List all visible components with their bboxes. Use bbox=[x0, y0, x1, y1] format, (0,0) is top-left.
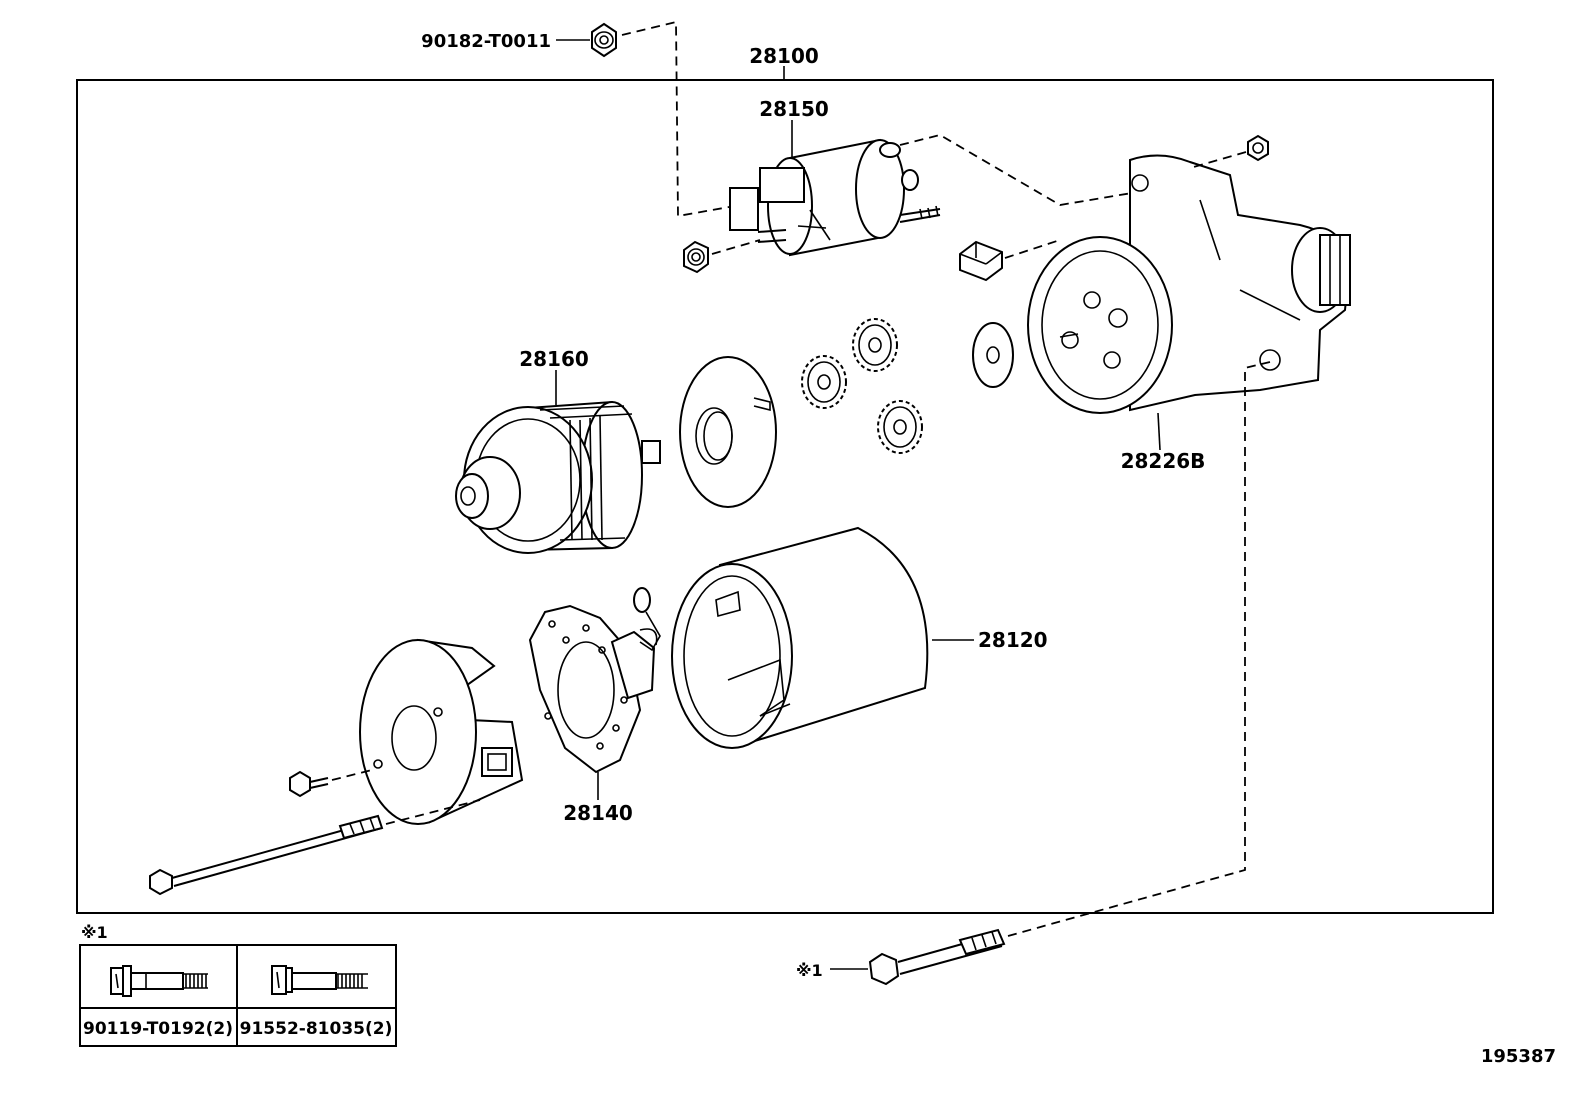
legend-header: ※1 bbox=[81, 923, 108, 942]
planetary-gear-1[interactable] bbox=[852, 318, 898, 372]
end-cover[interactable] bbox=[359, 638, 524, 825]
label-armature-28160[interactable]: 28160 bbox=[519, 347, 589, 371]
planetary-gear-3[interactable] bbox=[877, 400, 923, 454]
diagram-id: 195387 bbox=[1481, 1046, 1556, 1067]
lever-block[interactable] bbox=[959, 240, 1003, 282]
label-brush-holder-28140[interactable]: 28140 bbox=[563, 801, 633, 825]
legend-table bbox=[79, 944, 397, 1047]
housing-leader bbox=[1157, 412, 1161, 451]
label-solenoid-28150[interactable]: 28150 bbox=[759, 97, 829, 121]
solenoid-nut-icon[interactable] bbox=[683, 240, 709, 274]
flange-bolt-icon bbox=[271, 965, 368, 995]
cover-screw-icon[interactable] bbox=[289, 770, 329, 798]
brush-holder[interactable] bbox=[528, 587, 661, 774]
armature[interactable] bbox=[455, 400, 661, 554]
legend-part-91552[interactable]: 91552-81035(2) bbox=[240, 1019, 393, 1039]
washer[interactable] bbox=[972, 322, 1014, 388]
nut-90182-icon[interactable] bbox=[591, 22, 617, 58]
planetary-gear-2[interactable] bbox=[801, 355, 847, 409]
mounting-bolt-icon[interactable] bbox=[868, 928, 1006, 986]
solenoid-dashline bbox=[899, 134, 1151, 206]
label-assembly-28100[interactable]: 28100 bbox=[749, 44, 819, 68]
flange-bolt-with-washer-icon bbox=[110, 965, 208, 997]
solenoid-switch[interactable] bbox=[729, 138, 941, 257]
mounting-bolt-dashline bbox=[1007, 361, 1271, 937]
label-yoke-28120[interactable]: 28120 bbox=[978, 628, 1048, 652]
through-bolt-icon[interactable] bbox=[149, 814, 384, 896]
center-plate[interactable] bbox=[679, 356, 777, 508]
housing-nut-icon[interactable] bbox=[1247, 134, 1269, 162]
label-nut-90182[interactable]: 90182-T0011 bbox=[421, 31, 551, 52]
label-housing-28226B[interactable]: 28226B bbox=[1121, 449, 1206, 473]
nut-top-dashline bbox=[621, 20, 736, 218]
yoke-assembly[interactable] bbox=[671, 526, 929, 749]
assembly-frame bbox=[76, 79, 1494, 914]
legend-part-90119[interactable]: 90119-T0192(2) bbox=[83, 1019, 233, 1039]
starter-housing[interactable] bbox=[1027, 154, 1352, 414]
label-bolt-ref: ※1 bbox=[796, 961, 823, 980]
